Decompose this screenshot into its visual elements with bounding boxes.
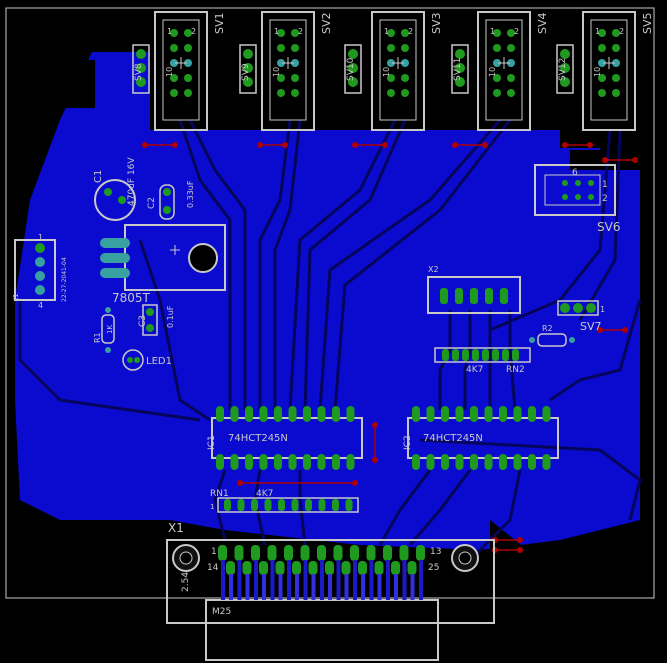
j1-pin1: 1 [38, 233, 43, 242]
resistor-network-rn2: 4K7 RN2 [434, 347, 531, 375]
resistor-network-rn1: RN1 4K7 1 [210, 489, 359, 513]
x1-part: M25 [212, 607, 231, 617]
voltage-regulator-7805: 7805T [100, 224, 226, 305]
header-sv9: SV9 [239, 44, 257, 94]
c2-value: 0.33uF [186, 180, 195, 208]
x1-name: X1 [168, 521, 184, 535]
header-pin1-label: 1 [274, 27, 279, 36]
j1-part: 22-27-2041-04 [61, 257, 68, 302]
r1-name: R1 [93, 332, 102, 343]
traces [18, 119, 642, 562]
ic1-part: 74HCT245N [228, 433, 288, 444]
x1-pin13: 13 [430, 547, 441, 557]
header-sv5: 1 2 10 SV5 [582, 11, 654, 131]
header-pin1-label: 1 [490, 27, 495, 36]
sv6-pin1: 1 [602, 180, 608, 190]
header-pin10-label: 10 [165, 67, 174, 77]
c1-value: 470uF 16V [127, 157, 137, 206]
sv6-pin6: 6 [572, 168, 578, 178]
ic1-name: IC1 [207, 435, 217, 450]
c2-name: C2 [147, 197, 157, 209]
rn2-value: 4K7 [466, 365, 483, 375]
x1-pin1: 1 [211, 547, 217, 557]
x2-name: X2 [428, 265, 439, 274]
header-pin2-label: 2 [619, 27, 624, 36]
header-sv11: SV11 [451, 44, 469, 94]
small-header-name: SV9 [241, 63, 251, 81]
regulator-label: 7805T [112, 291, 151, 305]
header-name-label: SV5 [641, 12, 654, 34]
r1-value: 1K [106, 325, 114, 334]
rn2-name: RN2 [506, 365, 525, 375]
header-sv2: 1 2 10 SV2 [261, 11, 333, 131]
small-header-name: SV11 [453, 58, 463, 81]
rn1-value: 4K7 [256, 489, 273, 499]
r2-name: R2 [542, 324, 553, 333]
via-links [145, 144, 635, 551]
header-pin2-label: 2 [408, 27, 413, 36]
led-label: LED1 [146, 356, 172, 367]
x1-pitch: 2.54 [181, 572, 191, 592]
capacitor-c2: C2 0.33uF [147, 180, 195, 220]
header-pin10-label: 10 [488, 67, 497, 77]
rn1-name: RN1 [210, 489, 229, 499]
ic-ic1: 74HCT245N IC1 [207, 406, 363, 470]
ic2-part: 74HCT245N [423, 433, 483, 444]
header-pin10-label: 10 [593, 67, 602, 77]
connector-j1: 1 4 J1 22-27-2041-04 [12, 233, 68, 310]
sv7-name: SV7 [580, 320, 602, 333]
header-sv1: 1 2 10 SV1 [154, 11, 226, 131]
connector-sv7: 1 SV7 [557, 300, 605, 333]
resistor-r2: R2 [529, 324, 575, 347]
capacitor-c3: C3 0.1uF [138, 304, 175, 336]
sv6-pin2: 2 [602, 194, 608, 204]
header-sv8: SV8 [132, 44, 150, 94]
resistor-r1: R1 1K [93, 307, 115, 353]
capacitor-c1: C1 470uF 16V [93, 157, 137, 221]
rn1-pin1: 1 [210, 503, 214, 511]
x1-pin14: 14 [207, 563, 219, 573]
header-pin2-label: 2 [298, 27, 303, 36]
j1-name: J1 [12, 293, 20, 301]
ic2-name: IC2 [403, 435, 413, 450]
header-sv3: 1 2 10 SV3 [371, 11, 443, 131]
small-header-name: SV10 [346, 57, 356, 81]
header-pin2-label: 2 [514, 27, 519, 36]
header-pin1-label: 1 [384, 27, 389, 36]
connector-x2: X2 [427, 265, 521, 314]
header-name-label: SV3 [430, 12, 443, 34]
small-header-name: SV8 [134, 63, 144, 81]
connector-sv6: 6 1 2 SV6 [534, 164, 620, 234]
small-header-connectors: SV8 SV9 SV10 SV11 SV12 [132, 44, 574, 94]
j1-pin4: 4 [38, 301, 43, 310]
header-name-label: SV4 [536, 12, 549, 34]
header-sv10: SV10 [344, 44, 362, 94]
header-sv12: SV12 [556, 44, 574, 94]
header-name-label: SV2 [320, 12, 333, 34]
c3-name: C3 [138, 315, 148, 327]
pour-cutout-left [60, 60, 95, 108]
header-pin2-label: 2 [191, 27, 196, 36]
sv6-name: SV6 [597, 220, 620, 234]
pour-cutout-right [570, 150, 660, 520]
x1-pin25: 25 [428, 563, 439, 573]
header-pin1-label: 1 [595, 27, 600, 36]
connector-x1-db25: X1 M25 2.54 1 13 14 25 [166, 521, 495, 661]
c1-name: C1 [93, 170, 104, 183]
header-sv4: 1 2 10 SV4 [477, 11, 549, 131]
header-name-label: SV1 [213, 12, 226, 34]
header-pin1-label: 1 [167, 27, 172, 36]
small-header-name: SV12 [558, 58, 568, 81]
c3-value: 0.1uF [166, 305, 175, 328]
header-pin10-label: 10 [272, 67, 281, 77]
led-led1: LED1 [122, 349, 172, 371]
sv7-pin1: 1 [600, 305, 605, 314]
header-pin10-label: 10 [382, 67, 391, 77]
ic-ic2: 74HCT245N IC2 [403, 406, 559, 470]
